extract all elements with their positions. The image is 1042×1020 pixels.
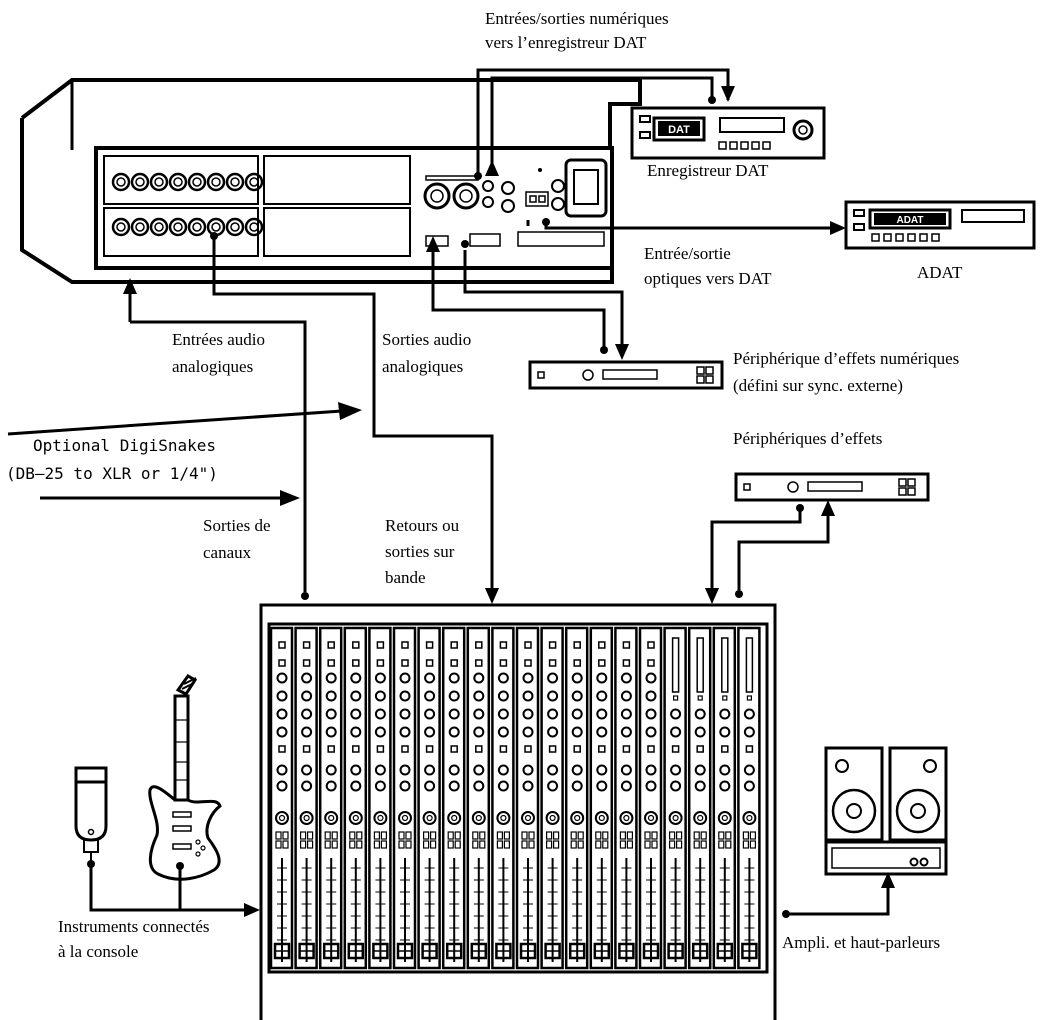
label-digisnakes-2: (DB–25 to XLR or 1/4") [6,464,218,483]
master-strip [712,626,737,970]
jack-socket-core [173,177,183,187]
adat-display-label: ADAT [896,215,923,226]
jack-socket-core [192,177,202,187]
label-tape-2: sorties sur [385,542,455,561]
jack-socket [149,172,169,192]
jack-socket [187,172,207,192]
label-instruments-1: Instruments connectés [58,917,210,936]
channel-strip [368,626,392,970]
label-digisnakes-1: Optional DigiSnakes [33,436,216,455]
jack-socket-core [173,222,183,232]
jack-socket [244,217,264,237]
channel-strip [441,626,466,970]
dat-display-label: DAT [668,124,690,136]
label-analog-in-2: analogiques [172,357,253,376]
channel-strip [466,626,491,970]
analog-output-jacks [111,217,264,237]
label-instruments-2: à la console [58,942,138,961]
jack-socket-core [249,177,259,187]
jack-socket [149,217,169,237]
analog-input-jacks [111,172,264,192]
digital-effects-unit [528,360,724,390]
cables [7,68,890,916]
jack-socket [225,217,245,237]
jack-socket-core [230,177,240,187]
channel-strip [269,626,294,970]
effects-device [734,472,930,502]
label-analog-out-1: Sorties audio [382,330,471,349]
channel-strip [343,626,368,970]
jack-socket [130,217,150,237]
jack-socket [225,172,245,192]
jack-socket [130,172,150,192]
channel-strip [638,626,663,970]
jack-socket [111,172,131,192]
diagram-labels: Entrées/sorties numériques vers l’enregi… [6,9,963,961]
jack-socket [244,172,264,192]
speakers-and-amplifier [824,746,948,876]
jack-socket [168,172,188,192]
channel-strip [589,626,614,970]
jack-socket-core [116,177,126,187]
label-adat: ADAT [917,263,963,282]
electric-guitar [148,674,222,881]
jack-socket-core [154,177,164,187]
dat-recorder: DAT [630,106,826,160]
channel-strip [564,626,589,970]
jack-socket-core [135,222,145,232]
label-tape-1: Retours ou [385,516,460,535]
channel-strip [515,626,540,970]
label-digital-io-2: vers l’enregistreur DAT [485,33,647,52]
adat-machine: ADAT [844,200,1036,250]
microphone [74,766,108,864]
channel-strip [294,626,318,970]
jack-socket-core [135,177,145,187]
jack-socket [111,217,131,237]
label-digital-io-1: Entrées/sorties numériques [485,9,669,28]
label-fx-devices: Périphériques d’effets [733,429,882,448]
label-dat-recorder: Enregistreur DAT [647,161,769,180]
label-tape-3: bande [385,568,426,587]
label-optical-1: Entrée/sortie [644,244,731,263]
label-analog-out-2: analogiques [382,357,463,376]
channel-strip [491,626,515,970]
channel-strip [540,626,564,970]
label-channel-out-1: Sorties de [203,516,271,535]
jack-socket-core [192,222,202,232]
channel-strip [614,626,638,970]
channel-strip [417,626,441,970]
audio-interface [20,78,642,284]
label-digital-fx-1: Périphérique d’effets numériques [733,349,959,368]
label-amp-speakers: Ampli. et haut-parleurs [782,933,940,952]
jack-socket-core [230,222,240,232]
master-strip [737,626,761,970]
jack-socket-core [249,222,259,232]
jack-socket-core [211,177,221,187]
jack-socket [168,217,188,237]
console-channel-strips [267,622,769,974]
label-channel-out-2: canaux [203,543,252,562]
master-strip [687,626,712,970]
channel-strip [318,626,343,970]
jack-socket-core [154,222,164,232]
jack-socket-core [211,222,221,232]
jack-socket [187,217,207,237]
master-strip [663,626,687,970]
label-optical-2: optiques vers DAT [644,269,772,288]
jack-socket [206,172,226,192]
mixing-console [259,603,777,1020]
arrowheads-and-connectors [87,86,895,918]
jack-socket-core [116,222,126,232]
channel-strip [392,626,417,970]
label-analog-in-1: Entrées audio [172,330,265,349]
label-digital-fx-2: (défini sur sync. externe) [733,376,903,395]
